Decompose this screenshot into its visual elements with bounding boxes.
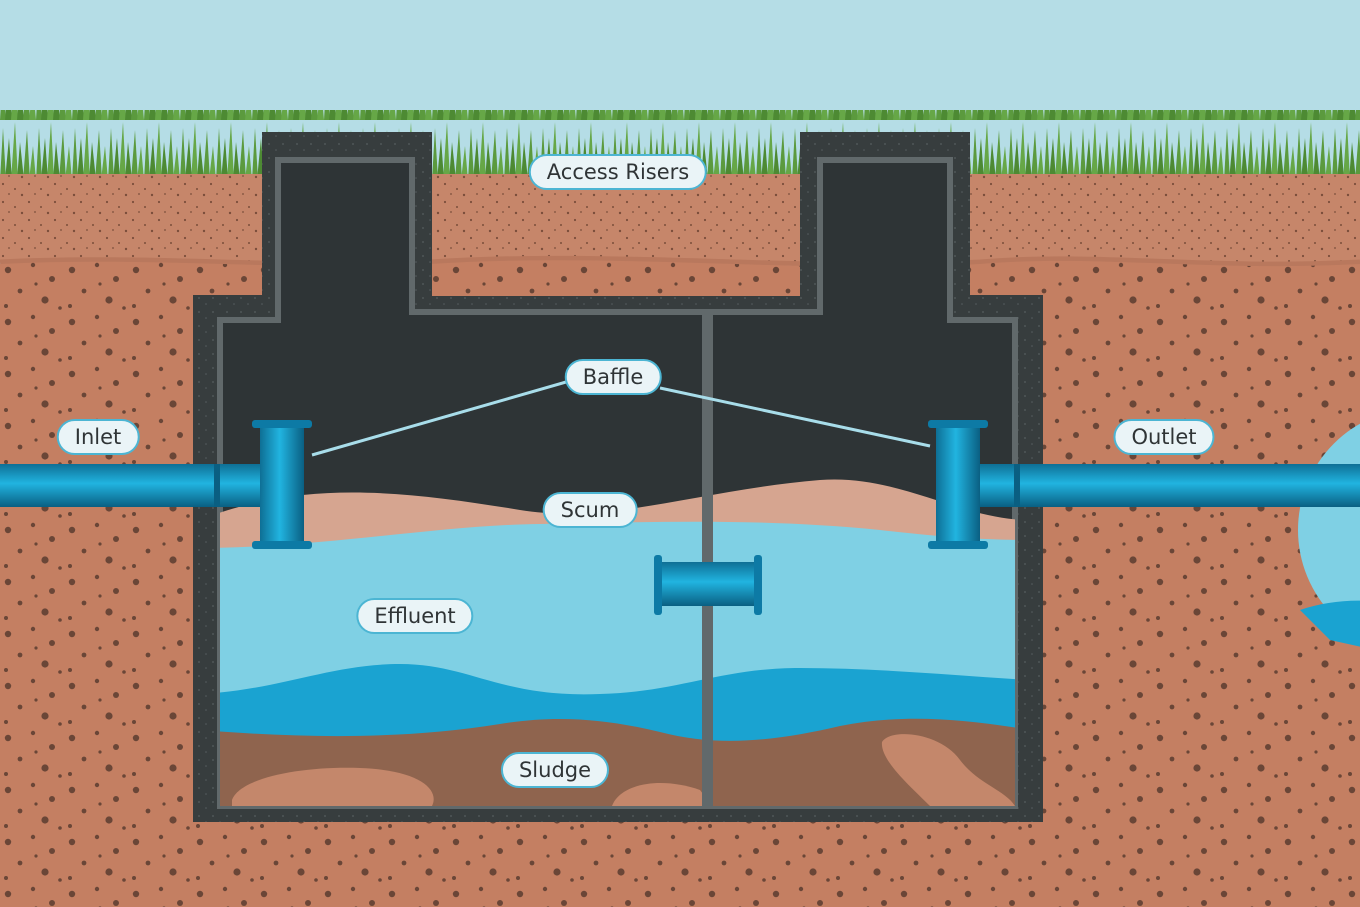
label-sludge: Sludge <box>500 752 610 788</box>
label-baffle: Baffle <box>564 359 662 395</box>
label-access-risers: Access Risers <box>528 154 708 190</box>
label-scum: Scum <box>542 492 638 528</box>
label-inlet: Inlet <box>56 419 140 455</box>
label-outlet: Outlet <box>1113 419 1215 455</box>
label-effluent: Effluent <box>356 598 474 634</box>
